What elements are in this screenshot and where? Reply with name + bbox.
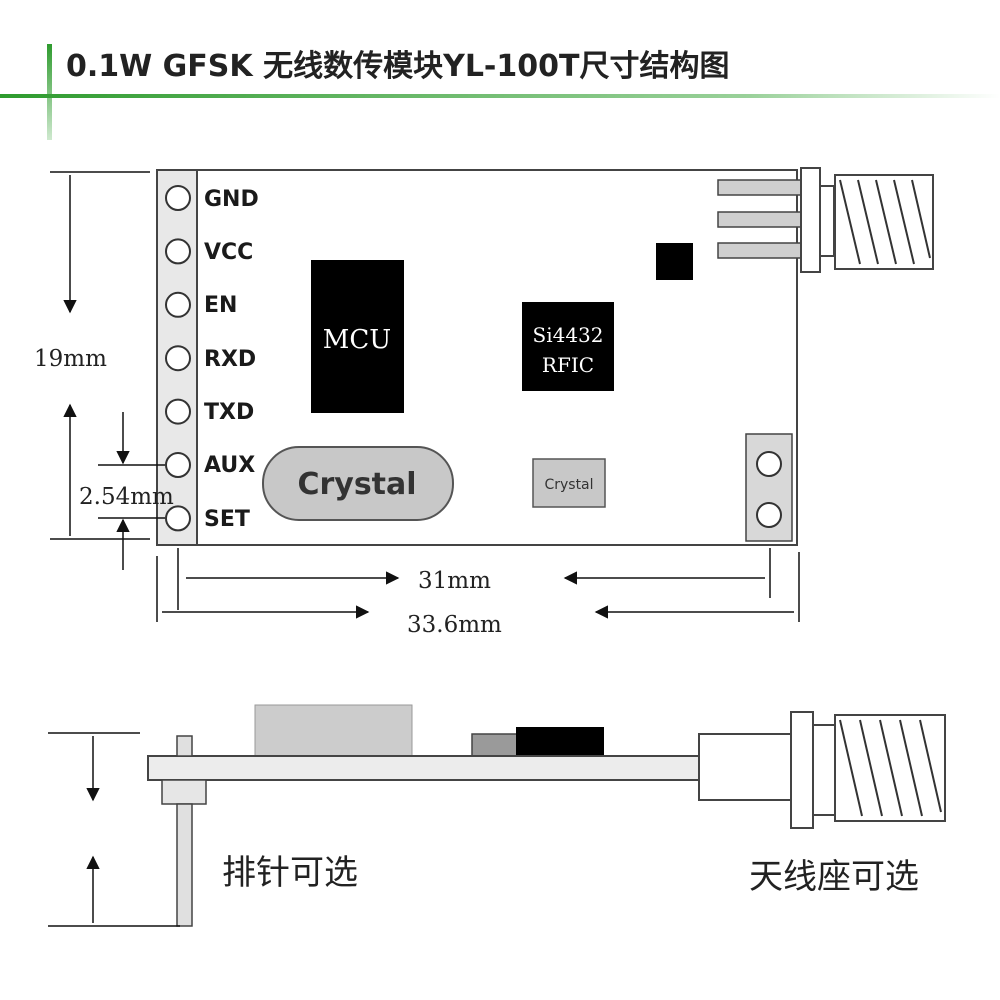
mcu-label: MCU	[323, 325, 391, 355]
title-bar: 0.1W GFSK 无线数传模块YL-100T尺寸结构图	[0, 44, 1000, 140]
side-dimension	[48, 732, 180, 927]
pin-label-txd: TXD	[204, 400, 254, 425]
pin-label-aux: AUX	[204, 453, 255, 478]
rfic-label-type: RFIC	[542, 353, 594, 377]
side-antenna-base	[698, 733, 792, 801]
top-view: GND VCC EN RXD TXD AUX SET MCU Si4432 RF…	[34, 167, 934, 638]
rfic-label-model: Si4432	[533, 323, 604, 347]
side-antenna-neck	[812, 724, 836, 816]
dimension-height-label: 19mm	[34, 346, 107, 372]
side-pcb	[147, 755, 789, 781]
dimension-pitch-label: 2.54mm	[79, 484, 174, 510]
side-chip	[516, 727, 604, 757]
side-header-base	[161, 779, 207, 805]
side-header-pin-bottom	[176, 803, 193, 927]
title-accent-horizontal	[0, 94, 1000, 98]
pin-hole-set	[165, 505, 191, 532]
antenna-pin-1	[717, 179, 803, 196]
right-header-hole-2	[756, 502, 782, 528]
pin-label-rxd: RXD	[204, 347, 256, 372]
pin-hole-txd	[165, 398, 191, 425]
side-header-pin-top	[176, 735, 193, 757]
dimension-width-inner-label: 31mm	[418, 568, 491, 594]
pin-hole-vcc	[165, 238, 191, 265]
pin-hole-gnd	[165, 185, 191, 211]
crystal-small	[532, 458, 606, 508]
side-small-component	[471, 733, 521, 757]
antenna-option-label: 天线座可选	[749, 857, 919, 897]
dimension-width-inner	[177, 548, 771, 610]
pin-label-en: EN	[204, 293, 237, 318]
crystal-large	[262, 446, 454, 521]
rfic-chip	[522, 302, 614, 391]
pin-label-gnd: GND	[204, 187, 259, 212]
dimension-height	[50, 171, 150, 540]
crystal-large-label: Crystal	[297, 467, 416, 502]
pin-hole-en	[165, 291, 191, 318]
side-crystal-block	[254, 704, 413, 757]
antenna-pin-3	[717, 242, 803, 259]
dimension-width-outer	[156, 552, 800, 622]
mcu-chip	[311, 260, 404, 413]
crystal-small-label: Crystal	[544, 477, 593, 493]
antenna-neck	[819, 185, 835, 257]
pin-labels: GND VCC EN RXD TXD AUX SET	[204, 187, 259, 532]
dimension-width-outer-label: 33.6mm	[407, 612, 502, 638]
antenna-flange	[800, 167, 821, 273]
pin-hole-aux	[165, 452, 191, 478]
page-title: 0.1W GFSK 无线数传模块YL-100T尺寸结构图	[66, 49, 729, 84]
pin-label-set: SET	[204, 507, 250, 532]
antenna-pin-2	[717, 211, 803, 228]
title-accent-vertical	[47, 44, 52, 140]
dimension-pitch	[98, 412, 165, 570]
small-component	[656, 243, 693, 280]
pin-hole-rxd	[165, 345, 191, 372]
right-header-hole-1	[756, 451, 782, 477]
pin-label-vcc: VCC	[204, 240, 253, 265]
side-view: 排针可选 天线座可选	[48, 704, 946, 927]
pin-holes	[165, 185, 191, 532]
side-antenna-flange	[790, 711, 814, 829]
antenna-thread-top	[834, 174, 934, 270]
header-option-label: 排针可选	[222, 853, 358, 893]
antenna-thread-side	[834, 714, 946, 822]
